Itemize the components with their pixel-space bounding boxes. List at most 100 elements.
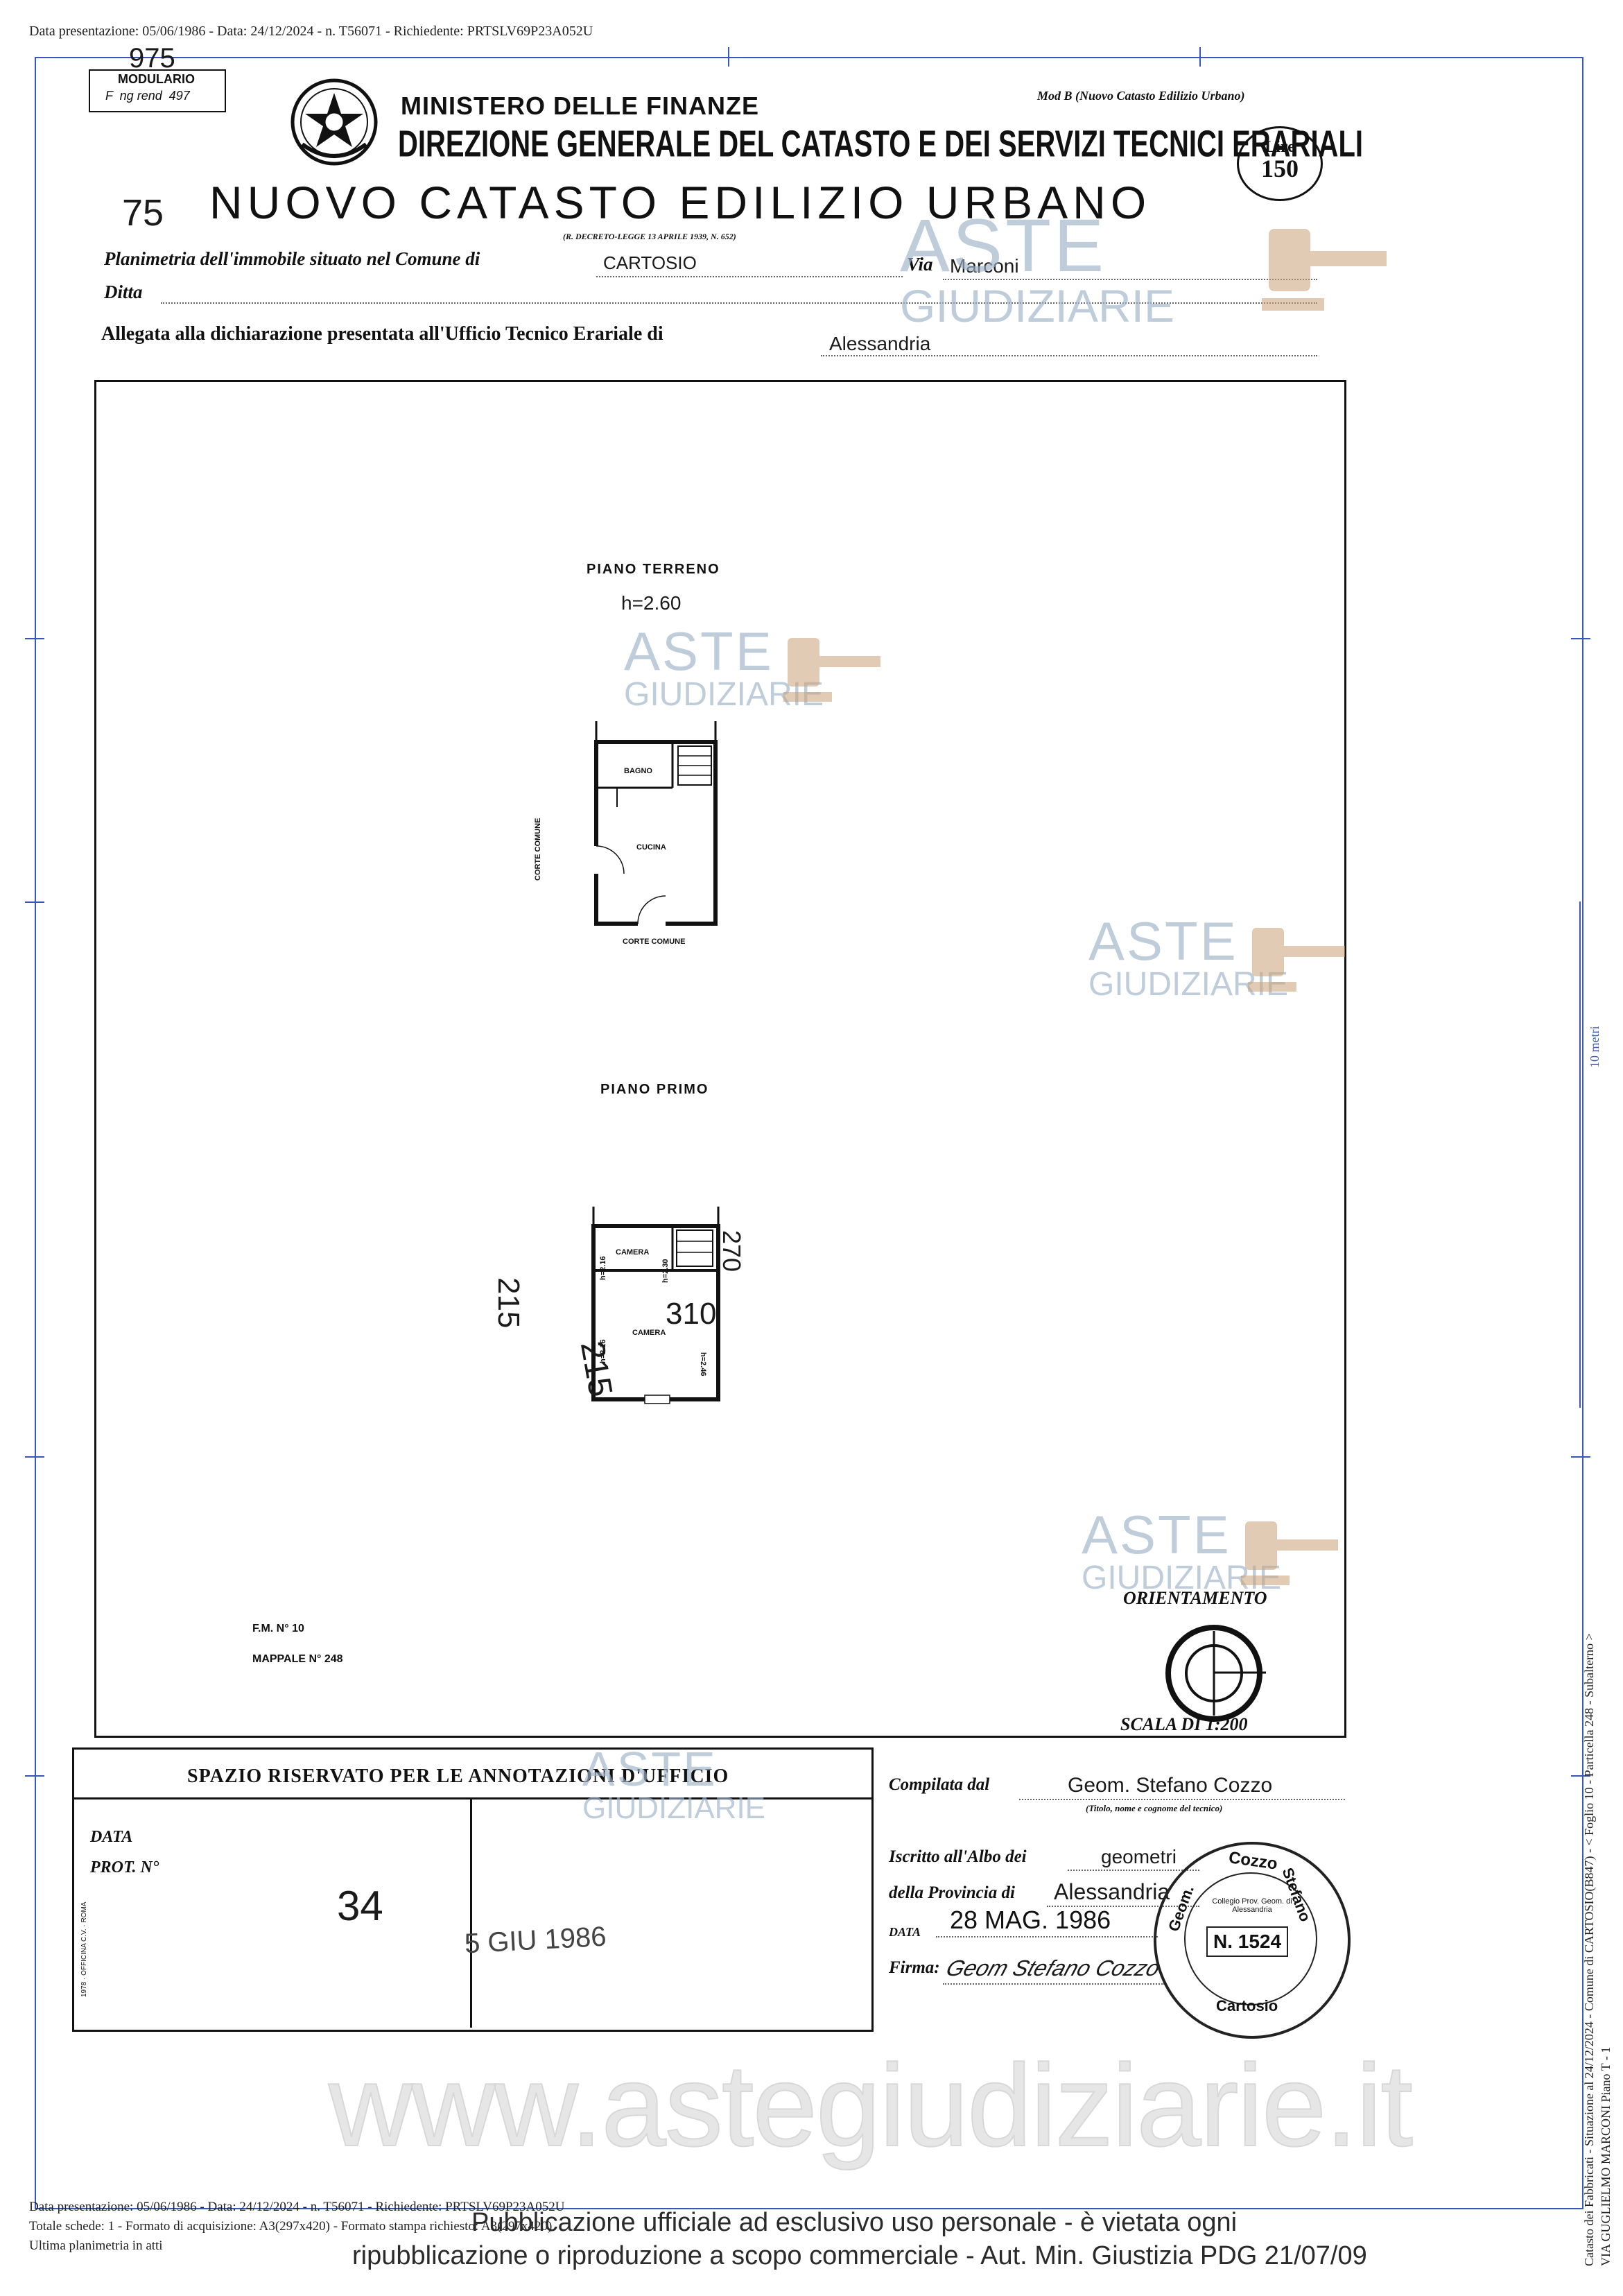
frame-tick [728, 47, 729, 67]
annotazioni-data-label: DATA [90, 1828, 133, 1846]
geometra-stamp: Cozzo Stefano Geom. Collegio Prov. Geom.… [1154, 1842, 1351, 2039]
hand-310: 310 [666, 1297, 717, 1331]
planimetria-label: Planimetria dell'immobile situato nel Co… [104, 248, 480, 269]
camera-2-label: CAMERA [632, 1329, 666, 1337]
stamp-inner-ring [1184, 1872, 1317, 2005]
first-floor-plan [591, 1207, 720, 1404]
compilata-data-value: 28 MAG. 1986 [950, 1906, 1111, 1934]
side-vertical-line-1: Catasto dei Fabbricati - Situazione al 2… [1582, 1633, 1596, 2266]
frame-tick [1571, 638, 1590, 639]
camera-1-label: CAMERA [616, 1248, 650, 1257]
footer-meta-3: Ultima planimetria in atti [29, 2238, 163, 2253]
piano-primo-label: PIANO PRIMO [600, 1082, 709, 1097]
hand-215-top: 215 [492, 1277, 526, 1329]
compilata-value: Geom. Stefano Cozzo [1068, 1774, 1273, 1797]
data-dotted-line [936, 1936, 1158, 1937]
gavel-icon [1241, 1521, 1338, 1585]
ufficio-value: Alessandria [829, 333, 931, 354]
aste-watermark: ASTE GIUDIZIARIE [900, 203, 1175, 331]
mod-label: Mod B (Nuovo Catasto Edilizio Urbano) [1037, 89, 1245, 103]
compilata-label: Compilata dal [889, 1775, 990, 1794]
via-dotted-line [943, 279, 1317, 280]
modulario-line2: F ng rend 497 [105, 89, 190, 103]
titolo-hint: (Titolo, nome e cognome del tecnico) [1086, 1803, 1223, 1813]
gavel-icon [1248, 928, 1345, 992]
h-terreno-label: h=2.60 [621, 592, 682, 614]
comune-dotted-line [596, 276, 903, 277]
footer-meta-1: Data presentazione: 05/06/1986 - Data: 2… [29, 2200, 565, 2214]
firma-dotted-line [943, 1983, 1165, 1985]
via-value: Marconi [950, 255, 1019, 277]
website-watermark: www.astegiudiziarie.it [328, 2039, 1414, 2171]
annotazioni-prot-label: PROT. N° [90, 1858, 159, 1876]
publication-notice-1: Pubblicazione ufficiale ad esclusivo uso… [471, 2208, 1238, 2237]
ten-meters-label: 10 metri [1588, 1026, 1602, 1069]
cucina-label: CUCINA [636, 843, 666, 852]
modulario-box: 975 MODULARIO F ng rend 497 [89, 43, 226, 112]
stamp-top-text: Cozzo [1227, 1848, 1279, 1874]
aste-watermark: ASTE GIUDIZIARIE [582, 1742, 766, 1825]
modulario-handwritten-number: 975 [129, 43, 175, 74]
iscritto-value: geometri [1101, 1846, 1177, 1867]
compilata-data-label: DATA [889, 1925, 921, 1939]
frame-tick [25, 901, 44, 903]
frame-tick [1571, 1775, 1590, 1777]
decreto-reference: (R. DECRETO-LEGGE 13 APRILE 1939, N. 652… [563, 232, 736, 241]
plan-frame [94, 380, 1346, 1738]
stamp-number: N. 1524 [1206, 1926, 1289, 1957]
fm-label: F.M. N° 10 [252, 1623, 304, 1634]
side-vertical-line-2: VIA GUGLIELMO MARCONI Piano T - 1 [1599, 2046, 1613, 2266]
ground-floor-plan [593, 721, 718, 926]
corte-comune-bottom-label: CORTE COMUNE [623, 938, 686, 946]
frame-tick [25, 1775, 44, 1777]
publication-notice-2: ripubblicazione o riproduzione a scopo c… [352, 2241, 1367, 2270]
piano-terreno-label: PIANO TERRENO [587, 562, 720, 577]
h-230-label: h=2.30 [661, 1259, 670, 1283]
ditta-dotted-line [161, 302, 1317, 304]
provincia-label: della Provincia di [889, 1883, 1015, 1902]
ministero-title: MINISTERO DELLE FINANZE [401, 92, 759, 120]
ditta-label: Ditta [104, 282, 143, 302]
compilata-dotted-line [1019, 1799, 1345, 1800]
frame-tick [1199, 47, 1201, 67]
handwritten-75: 75 [122, 192, 164, 234]
firma-signature: Geom Stefano Cozzo [943, 1956, 1163, 1980]
annotazioni-title: SPAZIO RISERVATO PER LE ANNOTAZIONI D'UF… [187, 1766, 729, 1787]
allegata-label: Allegata alla dichiarazione presentata a… [101, 323, 663, 345]
compass-icon [1165, 1625, 1266, 1722]
annotazioni-col-divider [470, 1797, 472, 2028]
iscritto-dotted-line [1068, 1870, 1199, 1871]
top-meta: Data presentazione: 05/06/1986 - Data: 2… [29, 24, 593, 39]
annotazioni-box [72, 1747, 874, 2032]
frame-tick [25, 1456, 44, 1458]
frame-tick [25, 638, 44, 639]
modulario-line1: MODULARIO [118, 72, 195, 86]
lire-value: 150 [1261, 155, 1299, 182]
provincia-value: Alessandria [1054, 1879, 1170, 1904]
annotazioni-prot-hand: 34 [337, 1883, 383, 1929]
ten-meter-scale-bar [1579, 901, 1581, 1408]
frame-tick [1571, 1456, 1590, 1458]
gavel-icon [1262, 229, 1387, 311]
provincia-dotted-line [1047, 1906, 1199, 1907]
h-216-left-label: h=2.16 [599, 1256, 607, 1280]
scala-label: SCALA DI 1:200 [1120, 1714, 1248, 1734]
corte-comune-side-label: CORTE COMUNE [534, 818, 542, 881]
bagno-label: BAGNO [624, 767, 652, 775]
footer-meta-2: Totale schede: 1 - Formato di acquisizio… [29, 2219, 553, 2234]
orientamento-label: ORIENTAMENTO [1123, 1588, 1267, 1608]
emblem-logo [290, 78, 378, 166]
iscritto-label: Iscritto all'Albo dei [889, 1847, 1027, 1866]
annotazioni-side-print: 1978 · OFFICINA C.V. · ROMA [80, 1901, 88, 1997]
firma-label: Firma: [889, 1958, 940, 1977]
direzione-title: DIREZIONE GENERALE DEL CATASTO E DEI SER… [398, 123, 1363, 165]
lire-label: Lire [1265, 138, 1295, 156]
comune-value: CARTOSIO [603, 252, 697, 273]
stamp-bottom-text: Cartosio [1216, 1997, 1278, 2014]
lire-circle: Lire 150 [1237, 126, 1323, 201]
blue-frame [35, 57, 1583, 2209]
mappale-label: MAPPALE N° 248 [252, 1653, 343, 1665]
stamp-inner-text: Collegio Prov. Geom. di Alessandria [1212, 1897, 1292, 1914]
h-246-right-label: h=2.46 [699, 1352, 707, 1376]
gavel-icon [783, 638, 880, 702]
